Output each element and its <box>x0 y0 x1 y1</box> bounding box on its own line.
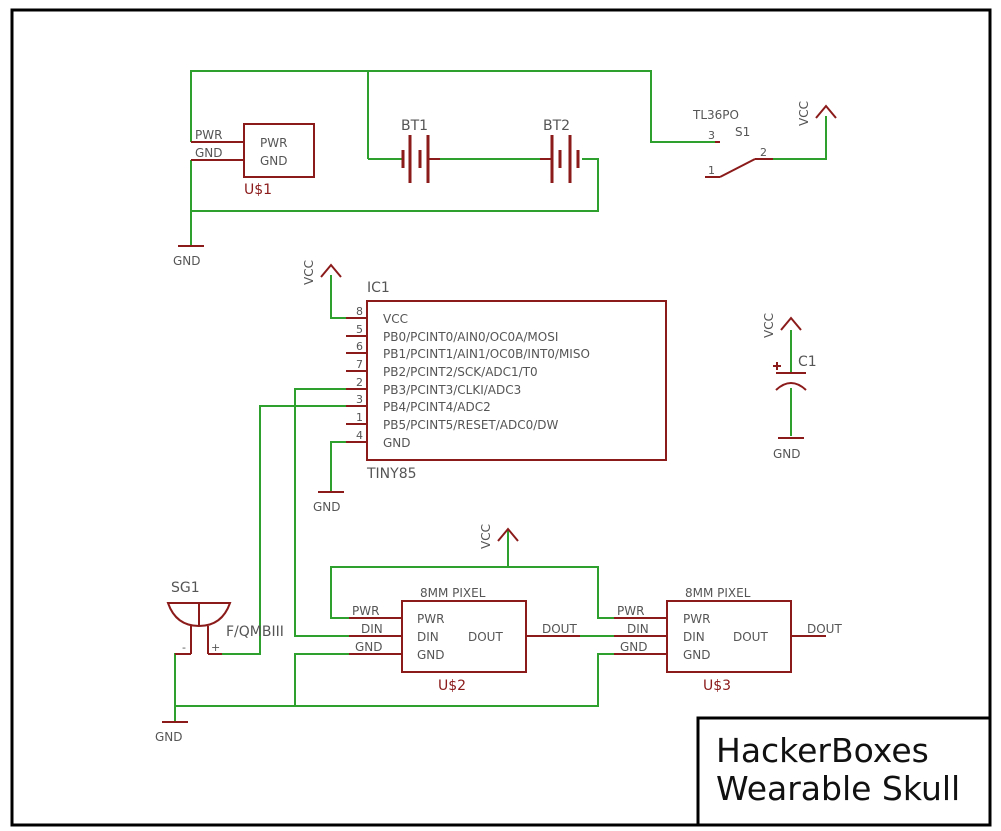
speaker-sg1 <box>166 602 232 655</box>
svg-text:DOUT: DOUT <box>807 622 842 636</box>
wire-speaker-gnd <box>174 653 191 722</box>
u1-pin-pwr: PWR <box>260 136 287 150</box>
svg-text:U$3: U$3 <box>703 678 731 694</box>
svg-text:GND: GND <box>155 730 183 744</box>
svg-text:VCC: VCC <box>762 313 776 338</box>
svg-text:6: 6 <box>356 340 363 353</box>
sg1-plus: + <box>211 641 220 654</box>
ic1-pin-pb2: PB2/PCINT2/SCK/ADC1/T0 <box>383 365 538 379</box>
c1-name: C1 <box>798 354 817 370</box>
vcc-symbol-pixels: VCC <box>479 524 519 549</box>
u1-component: PWR GND PWR GND U$1 <box>191 123 315 198</box>
wire-bt2-return <box>191 158 599 212</box>
battery-bt2 <box>540 135 580 183</box>
ic1-name: IC1 <box>367 280 390 296</box>
svg-text:1: 1 <box>356 411 363 424</box>
svg-text:DIN: DIN <box>627 622 649 636</box>
vcc-symbol-ic: VCC <box>302 260 342 285</box>
gnd-symbol-u1: GND <box>173 245 204 268</box>
ic1-pin-pb1: PB1/PCINT1/AIN1/OC0B/INT0/MISO <box>383 347 590 361</box>
svg-text:U$2: U$2 <box>438 678 466 694</box>
gnd-symbol-ic: GND <box>313 491 344 514</box>
bt2-label: BT2 <box>543 118 570 134</box>
svg-text:GND: GND <box>417 648 445 662</box>
battery-bt1 <box>401 135 440 183</box>
wire-u2-gnd <box>294 653 402 706</box>
svg-text:VCC: VCC <box>797 101 811 126</box>
ic1-pin-pb0: PB0/PCINT0/AIN0/OC0A/MOSI <box>383 330 558 344</box>
title-line-1: HackerBoxes <box>716 731 929 770</box>
svg-text:8: 8 <box>356 305 363 318</box>
svg-text:GND: GND <box>683 648 711 662</box>
wire-switch-vcc <box>773 116 827 160</box>
svg-text:GND: GND <box>773 447 801 461</box>
wire-ic-gnd <box>330 441 346 492</box>
switch-value: TL36PO <box>692 108 739 122</box>
sg1-minus: - <box>182 641 186 654</box>
svg-text:PWR: PWR <box>352 604 379 618</box>
title-block: HackerBoxes Wearable Skull <box>696 716 992 827</box>
gnd-symbol-speaker: GND <box>155 721 188 744</box>
svg-text:GND: GND <box>313 500 341 514</box>
sheet-frame <box>10 8 992 827</box>
bt1-label: BT1 <box>401 118 428 134</box>
title-line-2: Wearable Skull <box>716 769 960 808</box>
svg-text:DOUT: DOUT <box>468 630 503 644</box>
svg-text:GND: GND <box>173 254 201 268</box>
switch-s1 <box>705 141 773 178</box>
u1-net-pwr: PWR <box>195 128 222 142</box>
pixel-u2: 8MM PIXEL PWR DIN GND DOUT PWR DIN GND D… <box>349 586 580 694</box>
ic1-pin-pb3: PB3/PCINT3/CLKI/ADC3 <box>383 383 521 397</box>
svg-text:PWR: PWR <box>417 612 444 626</box>
svg-text:GND: GND <box>620 640 648 654</box>
ic1-value: TINY85 <box>366 466 417 482</box>
switch-pin-2: 2 <box>760 146 767 159</box>
svg-text:DIN: DIN <box>417 630 439 644</box>
u1-pin-gnd: GND <box>260 154 288 168</box>
pixel-u3: 8MM PIXEL PWR DIN GND DOUT PWR DIN GND D… <box>614 586 842 694</box>
svg-text:DOUT: DOUT <box>733 630 768 644</box>
ic1-pin-pb4: PB4/PCINT4/ADC2 <box>383 400 491 414</box>
svg-text:PWR: PWR <box>617 604 644 618</box>
svg-text:DIN: DIN <box>683 630 705 644</box>
u1-net-gnd: GND <box>195 146 223 160</box>
ic1-pin-vcc: VCC <box>383 312 408 326</box>
svg-text:DIN: DIN <box>361 622 383 636</box>
ic1-pin-pb5: PB5/PCINT5/RESET/ADC0/DW <box>383 418 559 432</box>
ic1-component: IC1 TINY85 8 5 6 7 2 3 1 4 VCC PB0/PCINT… <box>346 280 667 482</box>
switch-pin-1: 1 <box>708 164 715 177</box>
wire-ic-vcc <box>330 275 346 319</box>
svg-text:2: 2 <box>356 376 363 389</box>
wire-top-rail <box>190 70 715 143</box>
switch-name: S1 <box>735 125 750 139</box>
switch-pin-3: 3 <box>708 129 715 142</box>
svg-text:8MM PIXEL: 8MM PIXEL <box>420 586 486 600</box>
capacitor-c1 <box>773 362 807 391</box>
svg-text:7: 7 <box>356 358 363 371</box>
svg-text:VCC: VCC <box>479 524 493 549</box>
svg-text:PWR: PWR <box>683 612 710 626</box>
ic1-pin-gnd: GND <box>383 436 411 450</box>
vcc-symbol-c1: VCC <box>762 313 802 338</box>
sg1-value: F/QMBIII <box>226 624 284 640</box>
wire-pb4-speaker <box>208 405 346 655</box>
svg-text:8MM PIXEL: 8MM PIXEL <box>685 586 751 600</box>
gnd-symbol-c1: GND <box>773 437 804 461</box>
svg-text:5: 5 <box>356 323 363 336</box>
svg-text:4: 4 <box>356 429 363 442</box>
svg-text:DOUT: DOUT <box>542 622 577 636</box>
u1-name: U$1 <box>244 182 272 198</box>
vcc-symbol-switch: VCC <box>797 101 837 126</box>
svg-text:VCC: VCC <box>302 260 316 285</box>
wire-pb3-din <box>294 388 402 637</box>
svg-text:GND: GND <box>355 640 383 654</box>
sg1-name: SG1 <box>171 580 200 596</box>
svg-text:3: 3 <box>356 393 363 406</box>
